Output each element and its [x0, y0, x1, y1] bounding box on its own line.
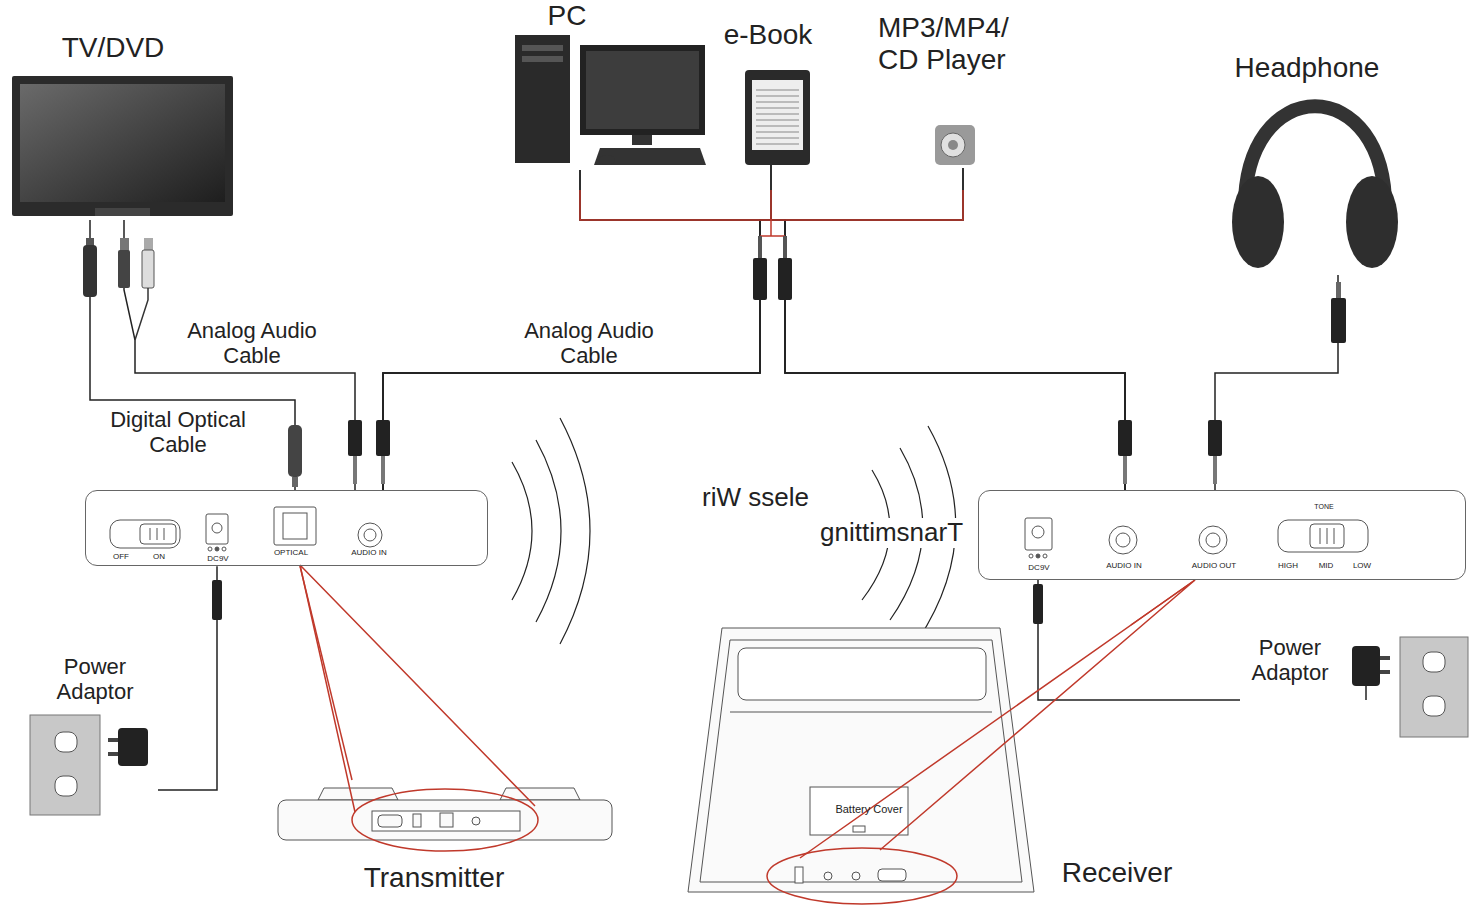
outlet-right: [1352, 637, 1468, 737]
tv-plugs: [83, 238, 154, 340]
receiver-panel: DC9V AUDIO IN AUDIO OUT TONE HIGH MID LOW: [978, 490, 1466, 580]
panel-plugs: [212, 420, 1222, 624]
cable: [1215, 275, 1338, 490]
port-label: LOW: [1353, 561, 1371, 570]
device-label: Power Adaptor: [1235, 635, 1345, 686]
ebook-line: [756, 120, 799, 121]
transmitter-device: [278, 788, 612, 840]
tv-device: TV/DVD: [10, 30, 236, 220]
transmitter-controls: [110, 507, 382, 551]
cable: [158, 566, 217, 790]
cable: [383, 165, 771, 490]
cable: [785, 168, 1125, 490]
ebook-line: [756, 144, 799, 145]
cable-label: Analog Audio Cable: [502, 318, 676, 369]
port-label: AUDIO IN: [1106, 561, 1142, 570]
device-label: Headphone: [1235, 52, 1380, 84]
device-label: e-Book: [724, 19, 813, 51]
wireless-label: gnittimsnarT: [818, 518, 965, 548]
device-label: Power Adaptor: [40, 654, 150, 705]
audio-plugs: [753, 236, 792, 300]
cable: [383, 168, 963, 490]
port-label: TONE: [1314, 503, 1333, 511]
port-label: AUDIO OUT: [1192, 561, 1236, 570]
cable: [1038, 580, 1240, 700]
cable-label: Digital Optical Cable: [86, 407, 270, 458]
device-label: MP3/MP4/ CD Player: [878, 12, 1048, 76]
headphone-device: Headphone: [1205, 48, 1415, 275]
ebook-device: e-Book: [715, 15, 825, 165]
headphone-illustration: [1232, 106, 1398, 343]
ebook-line: [756, 132, 799, 133]
wave-arc: [560, 418, 590, 644]
ebook-illustration: [745, 70, 810, 165]
port-label: Battery Cover: [835, 803, 902, 816]
receiver-controls: [1025, 518, 1368, 558]
device-label: Transmitter: [364, 862, 505, 894]
power-adaptor: Power Adaptor: [28, 652, 158, 817]
player-device: MP3/MP4/ CD Player: [870, 10, 1052, 168]
receiver-device: Battery CoverReceiver: [688, 625, 1193, 905]
ebook-line: [756, 96, 799, 97]
callout-lines: [300, 565, 1195, 904]
ebook-line: [756, 138, 799, 139]
cable: [771, 165, 1125, 490]
cable-label: Analog Audio Cable: [165, 318, 339, 369]
ebook-line: [756, 114, 799, 115]
mp3-illustration: [935, 125, 975, 165]
pc-illustration: [515, 35, 706, 165]
port-label: DC9V: [1028, 563, 1049, 572]
ebook-line: [756, 102, 799, 103]
pc-device: PC: [505, 0, 715, 170]
wireless-label: riW ssele: [700, 483, 811, 513]
port-label: MID: [1319, 561, 1334, 570]
port-label: HIGH: [1278, 561, 1298, 570]
ebook-line: [756, 126, 799, 127]
port-label: OFF: [113, 552, 129, 561]
port-label: AUDIO IN: [351, 548, 387, 557]
device-label: TV/DVD: [62, 32, 165, 64]
source-bracket: [580, 190, 963, 236]
power-adaptor: Power Adaptor: [1240, 632, 1472, 740]
wave-arc: [512, 462, 532, 600]
port-label: OPTICAL: [274, 548, 308, 557]
ebook-line: [756, 90, 799, 91]
device-label: Receiver: [1062, 857, 1172, 889]
device-label: PC: [548, 0, 587, 32]
transmitter-panel: OFF ON DC9V OPTICAL AUDIO IN: [85, 490, 488, 566]
outlet-left: [30, 715, 148, 815]
port-label: DC9V: [207, 554, 228, 563]
receiver-device: [688, 628, 1034, 892]
wave-arc: [536, 440, 561, 622]
transmitter-device: Transmitter: [270, 780, 620, 898]
tv-illustration: [12, 76, 233, 216]
ebook-line: [756, 108, 799, 109]
port-label: ON: [153, 552, 165, 561]
